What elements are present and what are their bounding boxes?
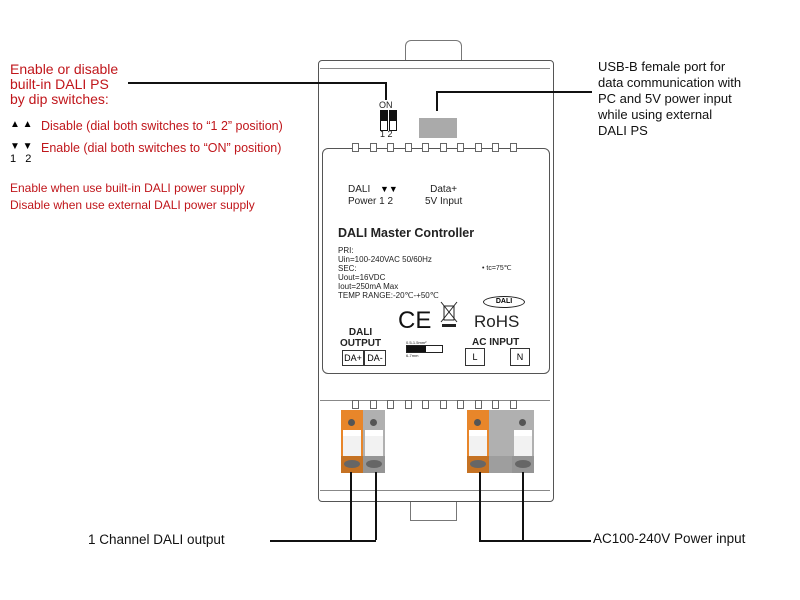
- terminal-block[interactable]: [363, 410, 385, 473]
- vent-tooth: [422, 143, 429, 152]
- tc-label: • tc=75℃: [482, 265, 512, 272]
- dip-numbers: 1 2: [380, 129, 393, 139]
- terminal-block[interactable]: [467, 410, 489, 473]
- vent-tooth: [439, 400, 447, 409]
- dali-logo: DALI: [483, 296, 525, 308]
- rohs-mark: RoHS: [474, 312, 520, 331]
- usb-note-4: while using external: [598, 107, 713, 122]
- heading-line-3: by dip switches:: [10, 91, 109, 107]
- switch-number-1: 1: [10, 153, 17, 165]
- vent-tooth: [457, 400, 464, 409]
- weee-icon: [440, 300, 458, 328]
- vent-tooth: [474, 400, 482, 409]
- dali-power-label-2: Power 1 2: [348, 196, 394, 207]
- vent-tooth: [422, 400, 429, 409]
- spec-line: SEC:: [338, 264, 357, 273]
- disable-instruction: Disable (dial both switches to “1 2” pos…: [41, 119, 283, 133]
- enable-instruction: Enable (dial both switches to “ON” posit…: [41, 141, 282, 155]
- switch-off-icons: ▲ ▲: [10, 119, 33, 130]
- ce-mark: CE: [398, 307, 432, 334]
- vent-tooth: [474, 143, 482, 152]
- terminal-l: L: [465, 348, 485, 366]
- vent-tooth: [404, 400, 412, 409]
- vent-tooth: [509, 400, 517, 409]
- usb-note-2: data communication with: [598, 75, 742, 90]
- usb-note-3: PC and 5V power input: [598, 91, 732, 106]
- ac-input-label: AC INPUT: [472, 337, 520, 348]
- data-label: Data+: [430, 184, 458, 195]
- terminal-da-minus: DA-: [364, 350, 386, 366]
- vent-tooth: [457, 143, 464, 152]
- usb-b-port[interactable]: [419, 118, 457, 138]
- vent-tooth: [492, 143, 499, 152]
- heading-line-2: built-in DALI PS: [10, 76, 109, 92]
- dali-output-callout: 1 Channel DALI output: [88, 532, 225, 547]
- product-title: DALI Master Controller: [338, 226, 475, 240]
- dip-on-label: ON: [379, 100, 393, 110]
- heading-line-1: Enable or disable: [10, 61, 119, 77]
- spec-line: Iout=250mA Max: [338, 282, 399, 291]
- usb-note-5: DALI PS: [598, 123, 648, 138]
- note-disable: Disable when use external DALI power sup…: [10, 198, 255, 212]
- dali-output-label-1: DALI: [348, 327, 373, 338]
- vent-tooth: [352, 400, 359, 409]
- switch-icons: ▼▼: [380, 184, 398, 194]
- vent-tooth: [509, 143, 517, 152]
- dali-output-label-2: OUTPUT: [340, 338, 382, 349]
- spec-line: PRI:: [338, 246, 354, 255]
- vent-tooth: [492, 400, 499, 409]
- spec-line: TEMP RANGE:-20℃-+50℃: [338, 291, 439, 300]
- dip-switch[interactable]: [380, 110, 397, 131]
- spec-line: Uout=16VDC: [338, 273, 386, 282]
- input-label: 5V Input: [425, 196, 463, 207]
- usb-note-1: USB-B female port for: [598, 59, 726, 74]
- vent-tooth: [439, 143, 447, 152]
- power-input-callout: AC100-240V Power input: [593, 531, 746, 546]
- terminal-block[interactable]: [489, 410, 512, 473]
- terminal-block[interactable]: [341, 410, 363, 473]
- dali-power-label-1: DALI: [348, 184, 371, 195]
- terminal-n: N: [510, 348, 530, 366]
- spec-line: Uin=100-240VAC 50/60Hz: [338, 255, 432, 264]
- vent-tooth: [387, 143, 394, 152]
- wire-strip-icon: 0.5-1.5mm² 6-7mm: [406, 340, 443, 358]
- terminal-da-plus: DA+: [342, 350, 364, 366]
- label-panel: [322, 148, 550, 374]
- vent-tooth: [404, 143, 412, 152]
- vent-tooth: [387, 400, 394, 409]
- vent-tooth: [352, 143, 359, 152]
- vent-tooth: [369, 400, 377, 409]
- note-enable: Enable when use built-in DALI power supp…: [10, 181, 245, 195]
- terminal-block[interactable]: [512, 410, 534, 473]
- vent-tooth: [369, 143, 377, 152]
- switch-number-2: 2: [25, 153, 32, 165]
- switch-on-icons: ▼ ▼: [10, 141, 33, 152]
